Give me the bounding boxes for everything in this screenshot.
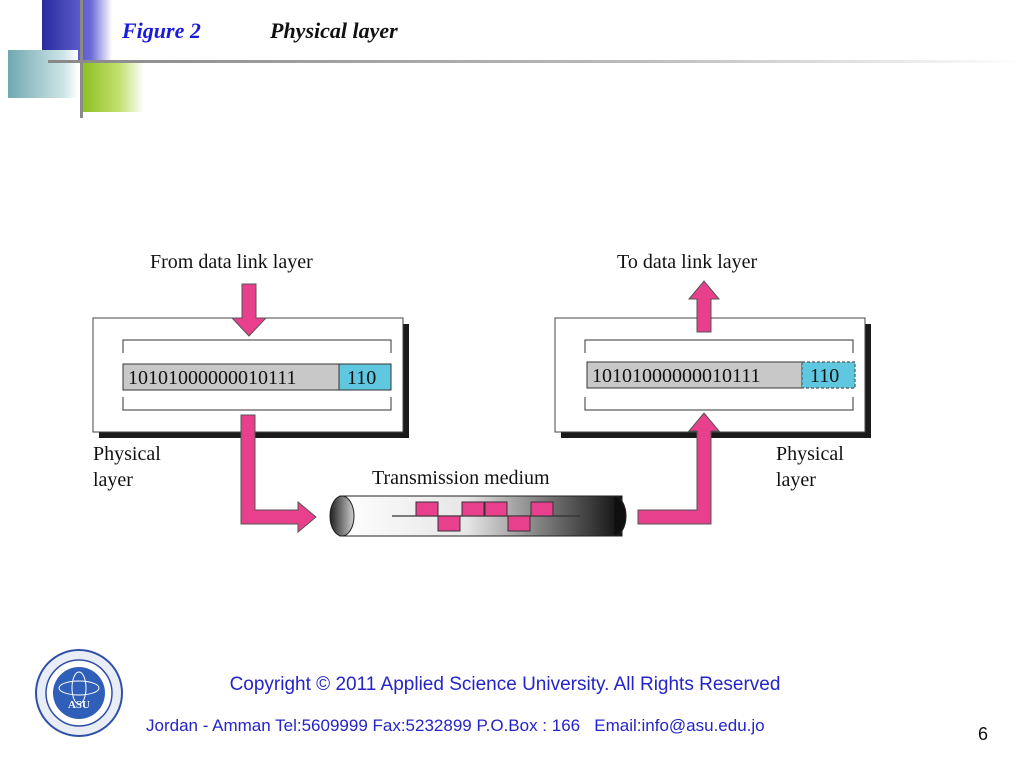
right-layer-label-1: Physical <box>776 443 844 465</box>
pulse-high-4 <box>530 501 554 517</box>
pulse-high-1 <box>415 501 439 517</box>
left-elbow-arrow <box>240 414 317 534</box>
left-extra-box <box>338 363 392 391</box>
left-bits-text: 10101000000010111 <box>128 367 297 389</box>
copyright-text: Copyright © 2011 Applied Science Univers… <box>229 674 781 695</box>
green-block <box>82 60 144 112</box>
to-data-link-label: To data link layer <box>617 251 758 273</box>
header-decoration <box>0 0 150 120</box>
logo-text: ASU <box>68 699 90 711</box>
left-layer-label-1: Physical <box>93 443 161 465</box>
right-bits-box <box>586 361 803 389</box>
right-elbow-arrow <box>637 412 721 525</box>
medium-label: Transmission medium <box>372 467 550 489</box>
pulse-low-1 <box>437 515 461 532</box>
right-extra-box <box>801 361 856 389</box>
right-bottom-bracket <box>584 397 854 411</box>
tube-end-right <box>613 495 627 537</box>
pulse-high-2 <box>461 501 485 517</box>
address-text: Jordan - Amman Tel:5609999 Fax:5232899 P… <box>146 716 765 735</box>
teal-block <box>8 50 78 98</box>
slide-title: Physical layer <box>270 18 398 43</box>
up-arrow-out <box>687 280 721 333</box>
right-extra-text: 110 <box>810 365 839 387</box>
right-top-bracket <box>584 339 854 353</box>
from-data-link-label: From data link layer <box>150 251 313 273</box>
left-layer-label-2: layer <box>93 469 133 491</box>
left-bottom-bracket <box>122 397 392 411</box>
right-bits-text: 10101000000010111 <box>592 365 761 387</box>
page-number: 6 <box>978 724 989 744</box>
figure-label: Figure 2 <box>122 18 201 43</box>
pulse-low-2 <box>507 515 531 532</box>
header-rule <box>48 60 1024 63</box>
right-layer-label-2: layer <box>776 469 816 491</box>
tube-end-left <box>329 495 355 537</box>
down-arrow-in <box>230 283 268 337</box>
pulse-high-3 <box>484 501 508 517</box>
vertical-rule <box>80 0 83 118</box>
university-logo: ASU <box>35 649 123 737</box>
signal-pulses <box>415 501 554 532</box>
left-top-bracket <box>122 339 392 353</box>
left-extra-text: 110 <box>347 367 376 389</box>
